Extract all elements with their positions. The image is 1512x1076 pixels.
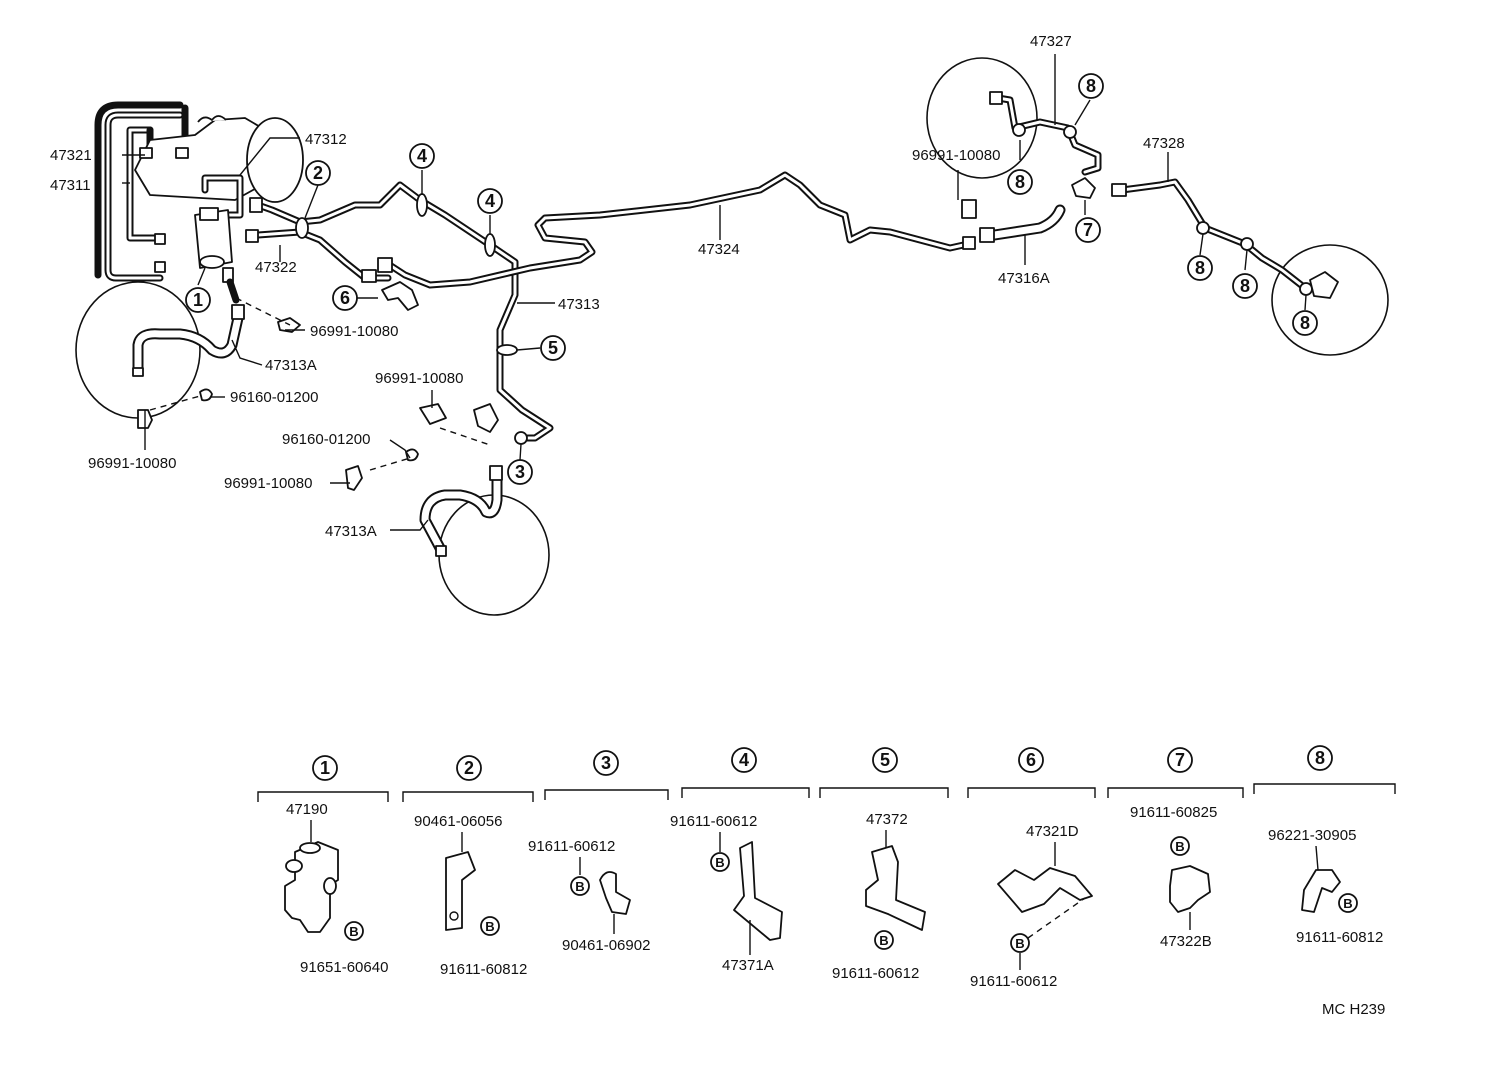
label-96991-e: 96991-10080 xyxy=(912,147,1000,164)
svg-text:8: 8 xyxy=(1195,258,1205,278)
legend-group-4: 4 91611-60612 B 47371A xyxy=(670,747,810,974)
legend-group-3: 3 91611-60612 B 90461-06902 xyxy=(528,750,669,954)
top-labels: 47321 47311 47312 47322 47313 47313A 473… xyxy=(50,33,1185,540)
svg-text:4: 4 xyxy=(485,191,495,211)
label-47327: 47327 xyxy=(1030,33,1072,50)
legend-group-2: 2 90461-06056 B 91611-60812 xyxy=(402,755,534,978)
legend-1-part-a: 47190 xyxy=(286,801,328,818)
front-right-brake xyxy=(345,403,550,616)
svg-text:6: 6 xyxy=(1026,750,1036,770)
leader-lines xyxy=(122,54,1307,531)
rear-right-brake xyxy=(1111,178,1389,356)
label-96991-c: 96991-10080 xyxy=(375,370,463,387)
legend-6-part-b: 91611-60612 xyxy=(970,973,1057,990)
label-96160-b: 96160-01200 xyxy=(282,431,370,448)
label-96160-a: 96160-01200 xyxy=(230,389,318,406)
svg-text:8: 8 xyxy=(1086,76,1096,96)
svg-text:7: 7 xyxy=(1083,220,1093,240)
svg-text:B: B xyxy=(1015,936,1024,951)
callout-5-top: 5 xyxy=(540,335,566,361)
legend-3-part-b: 90461-06902 xyxy=(562,937,650,954)
legend-group-5: 5 47372 B 91611-60612 xyxy=(819,747,949,982)
label-47324: 47324 xyxy=(698,241,740,258)
legend-group-6: 6 47321D B 91611-60612 xyxy=(967,747,1096,990)
label-47313a-top: 47313A xyxy=(265,357,317,374)
svg-text:4: 4 xyxy=(739,750,749,770)
label-96991-d: 96991-10080 xyxy=(224,475,312,492)
callout-2-top: 2 xyxy=(305,160,331,186)
svg-text:8: 8 xyxy=(1240,276,1250,296)
label-47322: 47322 xyxy=(255,259,297,276)
svg-text:B: B xyxy=(1175,839,1184,854)
svg-text:B: B xyxy=(715,855,724,870)
svg-text:7: 7 xyxy=(1175,750,1185,770)
callout-4b-top: 4 xyxy=(477,188,503,214)
legend: 1 47190 B 91651-60640 2 90461-06056 B 91… xyxy=(257,745,1396,990)
top-callouts: 1 2 3 4 4 5 6 7 8 8 8 8 8 xyxy=(185,73,1318,485)
svg-text:B: B xyxy=(1343,896,1352,911)
legend-6-part-a: 47321D xyxy=(1026,823,1079,840)
rear-left-brake xyxy=(926,57,1102,243)
svg-text:5: 5 xyxy=(880,750,890,770)
legend-8-part-b: 91611-60812 xyxy=(1296,929,1383,946)
legend-2-part-b: 91611-60812 xyxy=(440,961,527,978)
legend-5-part-b: 91611-60612 xyxy=(832,965,919,982)
legend-5-part-a: 47372 xyxy=(866,811,908,828)
callout-8b-top: 8 xyxy=(1007,169,1033,195)
front-left-brake xyxy=(75,281,301,429)
legend-group-1: 1 47190 B 91651-60640 xyxy=(257,755,389,976)
callout-8c-top: 8 xyxy=(1187,255,1213,281)
callout-7-top: 7 xyxy=(1075,217,1101,243)
label-96991-b: 96991-10080 xyxy=(88,455,176,472)
callout-8d-top: 8 xyxy=(1232,273,1258,299)
legend-group-8: 8 96221-30905 B 91611-60812 xyxy=(1253,745,1396,946)
label-47313a-bottom: 47313A xyxy=(325,523,377,540)
callout-8e-top: 8 xyxy=(1292,310,1318,336)
legend-4-part-a: 91611-60612 xyxy=(670,813,757,830)
svg-text:2: 2 xyxy=(313,163,323,183)
svg-text:8: 8 xyxy=(1015,172,1025,192)
svg-text:5: 5 xyxy=(548,338,558,358)
callout-3-top: 3 xyxy=(507,459,533,485)
legend-group-7: 7 91611-60825 B 47322B xyxy=(1107,747,1244,950)
legend-7-part-a: 91611-60825 xyxy=(1130,804,1217,821)
legend-7-part-b: 47322B xyxy=(1160,933,1212,950)
label-47313: 47313 xyxy=(558,296,600,313)
label-47316a: 47316A xyxy=(998,270,1050,287)
svg-text:3: 3 xyxy=(601,753,611,773)
legend-1-part-b: 91651-60640 xyxy=(300,959,388,976)
label-47312: 47312 xyxy=(305,131,347,148)
legend-2-part-a: 90461-06056 xyxy=(414,813,502,830)
svg-text:B: B xyxy=(485,919,494,934)
front-tubes xyxy=(245,171,976,445)
svg-text:1: 1 xyxy=(193,290,203,310)
label-47321: 47321 xyxy=(50,147,92,164)
svg-text:B: B xyxy=(349,924,358,939)
bracket-6 xyxy=(381,281,419,311)
master-cylinder-assembly xyxy=(94,101,304,304)
svg-text:1: 1 xyxy=(320,758,330,778)
label-47311: 47311 xyxy=(50,177,91,194)
svg-text:8: 8 xyxy=(1300,313,1310,333)
label-47328: 47328 xyxy=(1143,135,1185,152)
callout-8a-top: 8 xyxy=(1078,73,1104,99)
legend-8-part-a: 96221-30905 xyxy=(1268,827,1356,844)
callout-4a-top: 4 xyxy=(409,143,435,169)
diagram-code: MC H239 xyxy=(1322,1001,1385,1018)
legend-3-part-a: 91611-60612 xyxy=(528,838,615,855)
label-96991-a: 96991-10080 xyxy=(310,323,398,340)
legend-4-part-b: 47371A xyxy=(722,957,774,974)
svg-text:3: 3 xyxy=(515,462,525,482)
callout-1-top: 1 xyxy=(185,287,211,313)
svg-text:B: B xyxy=(879,933,888,948)
svg-text:2: 2 xyxy=(464,758,474,778)
svg-text:4: 4 xyxy=(417,146,427,166)
svg-text:8: 8 xyxy=(1315,748,1325,768)
svg-text:6: 6 xyxy=(340,288,350,308)
callout-6-top: 6 xyxy=(332,285,358,311)
svg-text:B: B xyxy=(575,879,584,894)
